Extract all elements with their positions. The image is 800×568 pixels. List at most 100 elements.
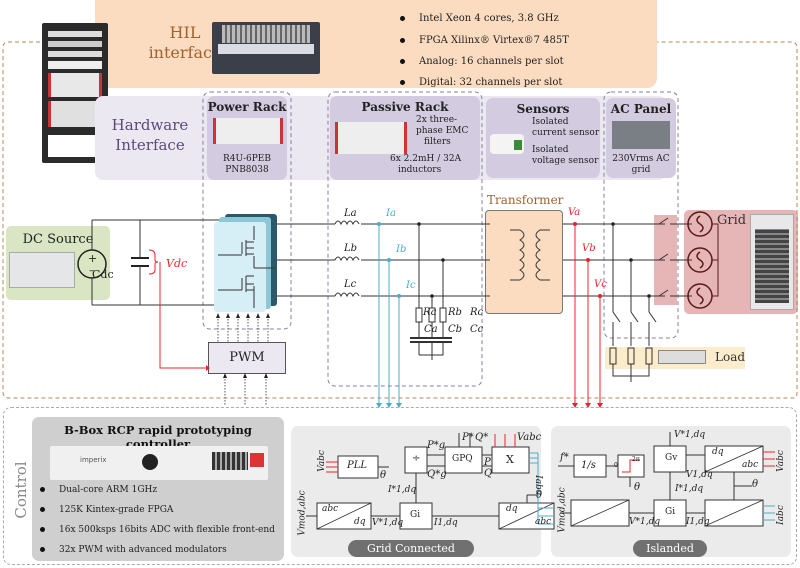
- power-rack-line2: PNB8038: [225, 165, 269, 175]
- transformer-label: Transformer: [487, 193, 564, 207]
- hil-spec-text: Digital: 32 channels per slot: [419, 77, 563, 88]
- hil-title-line2: interface: [148, 43, 222, 62]
- ac-panel-line1: 230Vrms AC: [612, 154, 670, 164]
- gpq-label: GPQ: [452, 454, 473, 464]
- power-rack-boundary: [202, 91, 292, 330]
- dc-source-image: [9, 252, 75, 288]
- passive-rack-image: [335, 122, 407, 154]
- la-label: La: [344, 208, 357, 219]
- rc-filter: [410, 224, 452, 360]
- islanded-current-inputs: [763, 505, 775, 521]
- bbox-controller-image: imperix: [50, 446, 268, 480]
- hil-simulator-image: [212, 22, 320, 74]
- load-label: Load: [715, 350, 746, 364]
- gc-theta2-label: θ: [536, 490, 543, 501]
- ca-label: Ca: [424, 324, 438, 335]
- hil-interface-title: HIL interface: [140, 23, 230, 63]
- gc-theta-label: θ: [380, 470, 387, 481]
- power-rack-image: [213, 118, 283, 144]
- is-vabc-label: Vabc: [775, 450, 786, 472]
- sensors-text: Isolated current sensor Isolated voltage…: [532, 117, 599, 167]
- voltage-sense-lines: [574, 224, 601, 405]
- power-rack-model: R4U-6PEB PNB8038: [207, 154, 287, 176]
- bbox-controller-card: [32, 417, 284, 561]
- islanded-voltage-inputs: [763, 451, 775, 467]
- ac-panel-title: AC Panel: [610, 102, 672, 116]
- gate-arrowheads: [216, 313, 270, 378]
- islanded-dq-diagonals: [570, 445, 764, 527]
- hil-spec-item: Digital: 32 channels per slot: [400, 77, 562, 88]
- grid-source-icons: [687, 211, 719, 309]
- passive-rack-line3: filters: [424, 137, 451, 147]
- passive-rack-line5: inductors: [398, 165, 442, 175]
- power-rack-line1: R4U-6PEB: [223, 154, 271, 164]
- cdc-label: Cdc: [92, 268, 114, 281]
- load-image: [658, 350, 706, 364]
- bbox-spec-item: 32x PWM with advanced modulators: [40, 545, 227, 555]
- gc-i1dq-label: I1,dq: [434, 518, 458, 528]
- pstar-label: P*: [462, 432, 474, 443]
- wrap-lo-label: 0: [614, 462, 618, 469]
- pwm-block: PWM: [208, 342, 286, 374]
- bbox-spec-item: Dual-core ARM 1GHz: [40, 485, 157, 495]
- grid-switch-area: [654, 215, 677, 305]
- sensor-image: [490, 134, 524, 154]
- gv-label: Gv: [665, 453, 678, 463]
- dc-source-title: DC Source: [22, 232, 94, 247]
- multiply-label: X: [506, 453, 514, 466]
- is-vref-label: V*1,dq: [629, 517, 661, 527]
- sensors-line1: Isolated: [532, 117, 569, 127]
- is-abc-label: abc: [742, 460, 759, 470]
- divide-label: ÷: [412, 453, 421, 464]
- grid-simulator-image: [750, 214, 794, 310]
- hil-spec-text: Analog: 16 channels per slot: [419, 56, 564, 67]
- voltage-sense-points: [572, 222, 603, 408]
- power-rack-title: Power Rack: [207, 100, 287, 114]
- is-vref-top-label: V*1,dq: [674, 430, 706, 440]
- ac-panel-line2: grid: [631, 165, 651, 175]
- sensors-line4: voltage sensor: [532, 156, 599, 166]
- passive-rack-line4: 6x 2.2mH / 32A: [390, 154, 462, 164]
- grid-label: Grid: [717, 213, 747, 228]
- lb-label: Lb: [344, 243, 358, 254]
- sensors-title: Sensors: [516, 102, 570, 116]
- is-iref-label: I*1,dq: [675, 484, 704, 494]
- transformer-coils: [510, 229, 550, 281]
- is-theta2-label: θ: [752, 479, 759, 490]
- gc-dq-label: dq: [506, 504, 518, 514]
- v1dq-label: V1,dq: [686, 470, 713, 480]
- qstar-label: Q*: [475, 432, 489, 443]
- grid-connected-label: Grid Connected: [348, 540, 474, 557]
- hw-title-line2: Interface: [115, 136, 185, 154]
- lc-label: Lc: [344, 279, 357, 290]
- passive-rack-line1: 2x three-: [416, 115, 458, 125]
- dc-capacitor-icon: [131, 257, 149, 267]
- dc-bus: [91, 219, 230, 306]
- bbox-spec-text: 125K Kintex-grade FPGA: [59, 505, 174, 515]
- passive-rack-inductors: 6x 2.2mH / 32A inductors: [390, 154, 461, 176]
- igbt-switches: [218, 226, 275, 308]
- bbox-spec-text: 32x PWM with advanced modulators: [59, 545, 227, 555]
- gc-dq2-label: dq: [354, 517, 366, 527]
- current-sense-points: [376, 222, 402, 408]
- gc-vabc-in-label: Vabc: [316, 450, 327, 472]
- gc-vabc-top-label: Vabc: [517, 432, 542, 443]
- vdc-label: Vdc: [166, 257, 188, 270]
- integrator-label: 1/s: [581, 460, 596, 471]
- load-branches: [609, 224, 657, 382]
- hil-interface-panel: [95, 0, 657, 88]
- bbox-spec-item: 16x 500ksps 16bits ADC with flexible fro…: [40, 525, 275, 535]
- grid-switches: [658, 217, 669, 297]
- hil-spec-text: FPGA Xilinx® Virtex®7 485T: [419, 35, 569, 46]
- p-label: P: [484, 457, 491, 468]
- cc-label: Cc: [470, 324, 484, 335]
- ac-panel-boundary: [603, 91, 679, 339]
- passive-rack-title: Passive Rack: [361, 100, 449, 114]
- wrap-function-icon: [622, 459, 640, 473]
- bbox-spec-item: 125K Kintex-grade FPGA: [40, 505, 173, 515]
- rc-label: Rc: [470, 307, 484, 318]
- sensors-line2: current sensor: [532, 128, 600, 138]
- hil-spec-item: FPGA Xilinx® Virtex®7 485T: [400, 35, 569, 46]
- hardware-interface-title: Hardware Interface: [105, 115, 195, 155]
